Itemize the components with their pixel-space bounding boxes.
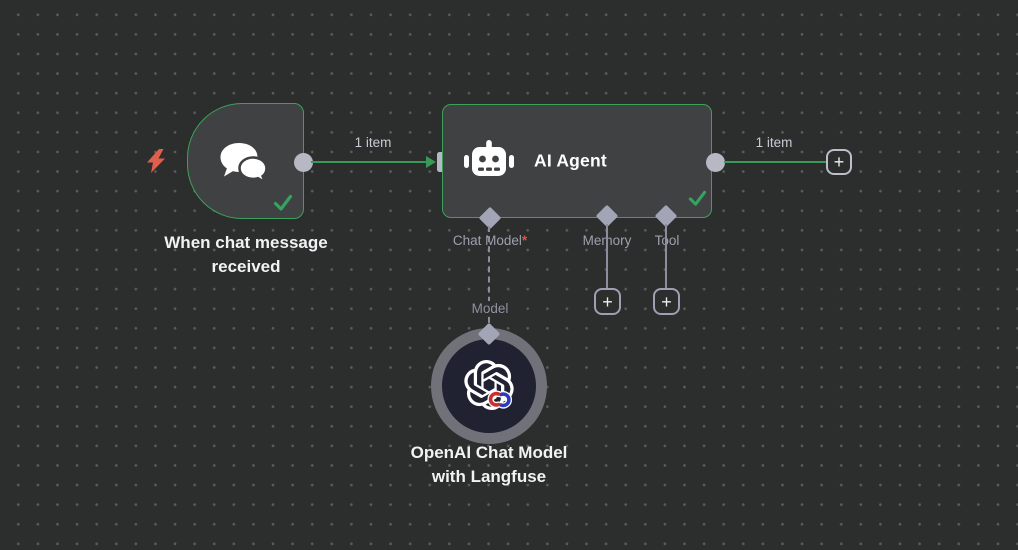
port-label-text: Chat Model [452,233,522,248]
add-node-button[interactable]: + [826,149,852,175]
chat-bubbles-icon [218,140,270,193]
connection-items-label: 1 item [755,135,793,150]
connection-agent-model[interactable] [488,226,490,333]
model-node-label-line1: OpenAI Chat Model [410,443,568,462]
agent-node[interactable]: AI Agent [442,104,712,218]
langfuse-icon [486,390,513,414]
model-link-label: Model [466,301,514,316]
robot-icon [464,140,514,189]
model-node-label: OpenAI Chat Model with Langfuse [379,441,599,489]
trigger-output-connector[interactable] [294,152,313,172]
success-check-icon [273,193,293,213]
port-chat-model-label: Chat Model* [453,233,527,248]
trigger-node-label: When chat message received [164,233,328,276]
connection-trigger-agent[interactable] [311,161,427,163]
model-node-label-line2: with Langfuse [431,467,547,486]
add-tool-button[interactable]: + [653,288,680,315]
connection-tool-stub [664,224,668,290]
connection-agent-output[interactable] [724,161,826,163]
success-check-icon [688,189,708,209]
required-asterisk: * [521,233,528,248]
trigger-bolt-icon [146,149,166,178]
connection-items-label: 1 item [354,135,392,150]
agent-input-connector[interactable] [437,152,446,172]
connection-arrow-icon [426,156,436,168]
add-memory-button[interactable]: + [594,288,621,315]
agent-output-connector[interactable] [705,152,725,172]
model-node[interactable] [431,328,547,444]
connection-memory-stub [605,224,609,290]
trigger-node[interactable] [187,103,304,219]
agent-node-title: AI Agent [534,150,607,171]
